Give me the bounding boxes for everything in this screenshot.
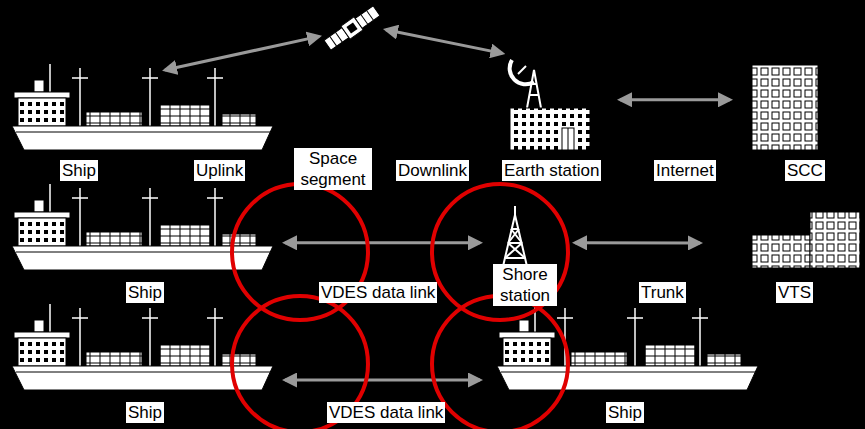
link-arrow (285, 241, 480, 244)
node-label: Ship (606, 402, 644, 423)
node-area: Earth station (505, 55, 592, 150)
node-label: Space segment (294, 148, 372, 190)
link-arrow (386, 30, 503, 54)
node-area: VTS (752, 210, 860, 268)
link-arrow (575, 241, 700, 244)
node-label: Ship (126, 402, 164, 423)
link-label: Uplink (194, 160, 245, 181)
link-arrow (165, 36, 319, 70)
node-label: SCC (785, 160, 825, 181)
node-label: Earth station (502, 160, 601, 181)
node-area: Space segment (325, 5, 380, 52)
node-area: Ship (10, 190, 275, 270)
link-label: Trunk (639, 282, 686, 303)
link-arrow (620, 98, 730, 101)
link-label: VDES data link (319, 282, 437, 303)
link-label: Internet (654, 160, 716, 181)
node-label: Ship (60, 160, 98, 181)
node-area: Shore station (500, 213, 530, 275)
node-area: Ship (10, 70, 275, 150)
node-area: SCC (750, 65, 820, 150)
node-label: Shore station (493, 264, 557, 306)
link-label: VDES data link (327, 402, 445, 423)
node-label: Ship (126, 282, 164, 303)
link-arrow (285, 379, 480, 382)
node-label: VTS (776, 282, 813, 303)
node-area: Ship (495, 310, 760, 390)
link-label: Downlink (396, 160, 469, 181)
node-area: Ship (10, 310, 275, 390)
